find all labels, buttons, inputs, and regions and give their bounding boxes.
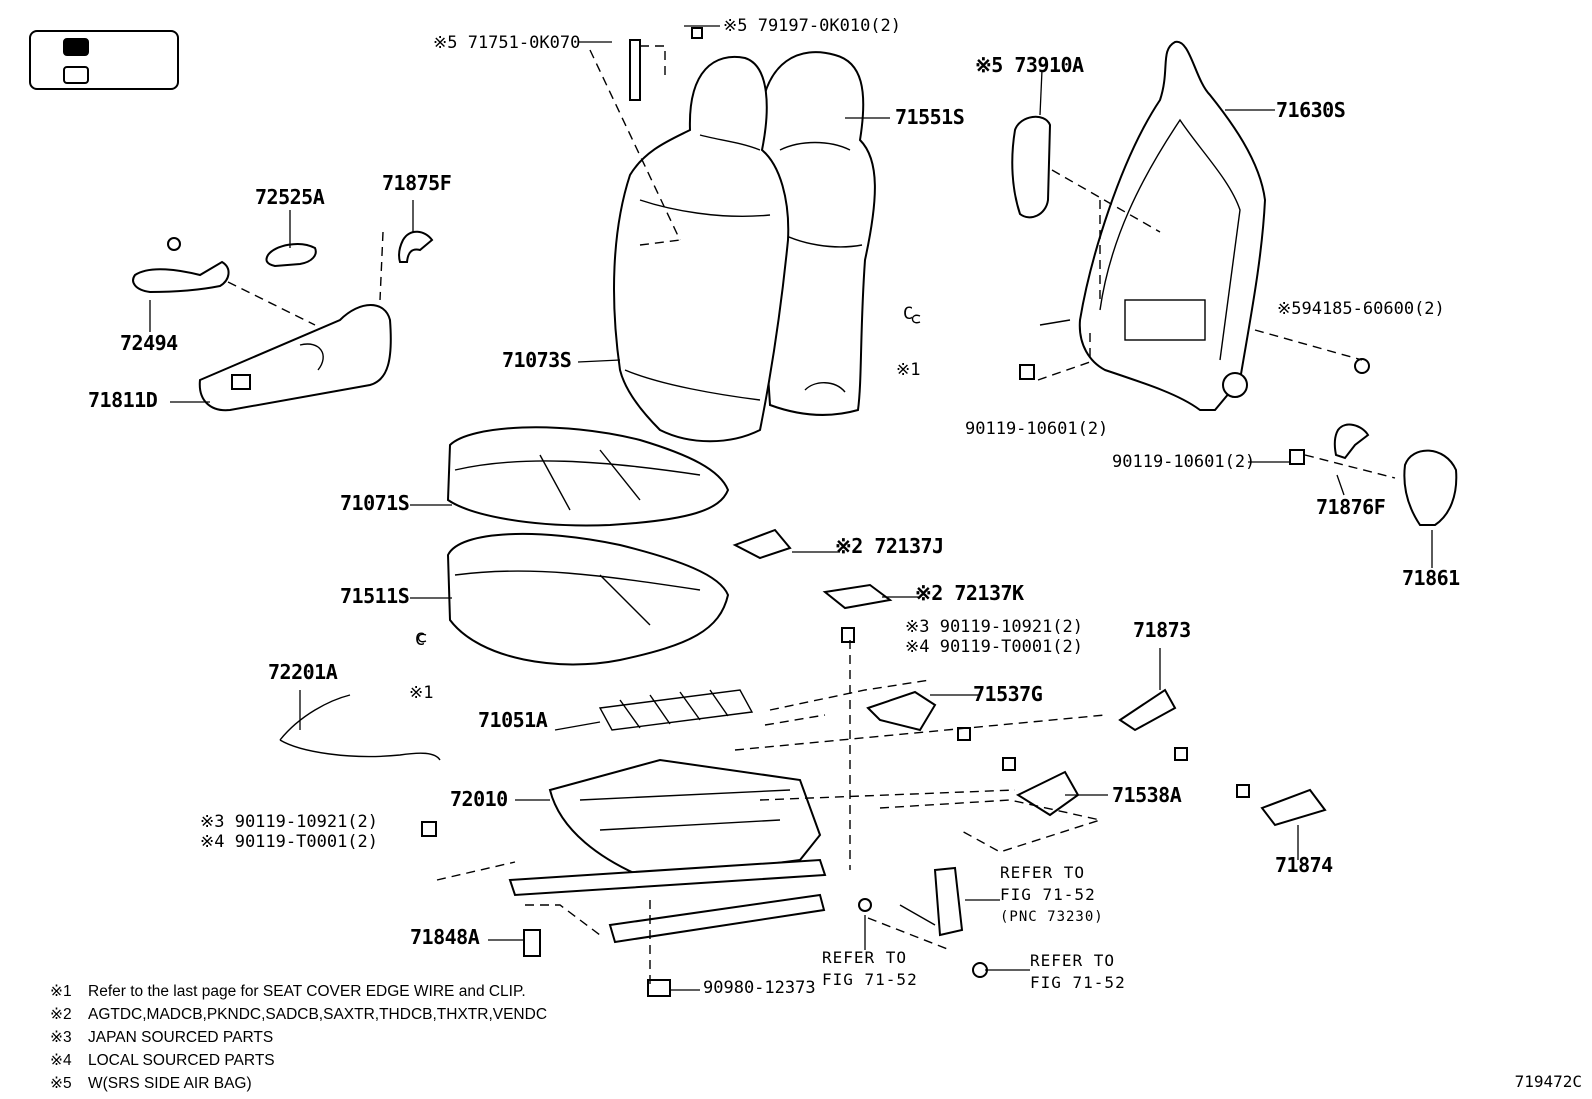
part-label-72137K: ※2 72137K: [915, 581, 1024, 605]
part-label-594185: ※594185-60600(2): [1277, 299, 1445, 319]
side-shield-drawing: [198, 304, 392, 412]
note-ref-1-low: ※1: [409, 683, 434, 703]
refer-fig-buckle-line2: FIG 71-52: [1000, 885, 1096, 904]
part-label-90980: 90980-12373: [703, 978, 816, 998]
part-label-72010: 72010: [450, 787, 508, 811]
part-label-71551S: 71551S: [895, 105, 965, 129]
part-label-71537G: 71537G: [973, 682, 1043, 706]
hinge-cover-inner-drawing: [398, 230, 434, 263]
part-label-71848A: 71848A: [410, 925, 480, 949]
refer-fig-center-line2: FIG 71-52: [822, 970, 918, 989]
figure-id: 719472C: [1514, 1072, 1582, 1091]
spring-mat-drawing: [598, 689, 754, 731]
part-label-71861: 71861: [1402, 566, 1460, 590]
seatback-frame-drawing: [1039, 40, 1267, 411]
part-label-71511S: 71511S: [340, 584, 410, 608]
side-airbag-drawing: [1011, 115, 1052, 219]
part-label-90119-10921-left: ※3 90119-10921(2): [200, 812, 379, 832]
part-label-71873: 71873: [1133, 618, 1191, 642]
part-label-72494: 72494: [120, 331, 178, 355]
note-ref-1-top: ※1: [896, 360, 921, 380]
seat-belt-buckle-drawing: [899, 866, 964, 937]
leader-lines: [149, 25, 1433, 991]
part-label-71538A: 71538A: [1112, 783, 1182, 807]
part-label-90119-10601-b: 90119-10601(2): [1112, 452, 1256, 472]
part-label-71051A: 71051A: [478, 708, 548, 732]
part-label-79197: ※5 79197-0K010(2): [723, 16, 902, 36]
part-label-71874: 71874: [1275, 853, 1333, 877]
part-label-72137J: ※2 72137J: [835, 534, 944, 558]
refer-fig-center-line1: REFER TO: [822, 948, 908, 967]
part-label-71073S: 71073S: [502, 348, 572, 372]
seat-cushion-pad-drawing: [446, 532, 730, 666]
recliner-cover-outer-drawing: [1403, 449, 1458, 526]
clip-label-c-low: C: [415, 630, 426, 650]
clip-label-c-top: C: [903, 304, 914, 324]
recliner-lever-drawing: [132, 237, 230, 294]
part-label-71630S: 71630S: [1276, 98, 1346, 122]
lever-knob-drawing: [265, 243, 317, 268]
legend-swatch-empty: [63, 66, 89, 84]
part-label-73910A: ※5 73910A: [975, 53, 1084, 77]
refer-fig-buckle-line3: (PNC 73230): [1000, 909, 1104, 925]
part-label-72201A: 72201A: [268, 660, 338, 684]
legend-swatch-filled: [63, 38, 89, 56]
refer-fig-buckle-line1: REFER TO: [1000, 863, 1086, 882]
part-label-72525A: 72525A: [255, 185, 325, 209]
legend-box: [29, 30, 179, 90]
bolt-drawings: [421, 27, 1370, 997]
part-label-90119-T0001-left: ※4 90119-T0001(2): [200, 832, 379, 852]
seatback-front-cover-drawing: [613, 56, 790, 443]
refer-fig-right-line2: FIG 71-52: [1030, 973, 1126, 992]
part-label-71811D: 71811D: [88, 388, 158, 412]
assembly-dashed-lines: [227, 45, 1396, 985]
seat-cushion-cover-drawing: [446, 426, 730, 527]
refer-fig-right-line1: REFER TO: [1030, 951, 1116, 970]
part-label-71876F: 71876F: [1316, 495, 1386, 519]
recliner-cover-inner-drawing: [1333, 423, 1370, 460]
part-label-90119-10921-right: ※3 90119-10921(2): [905, 617, 1084, 637]
part-label-71071S: 71071S: [340, 491, 410, 515]
part-label-71875F: 71875F: [382, 171, 452, 195]
edge-wire-drawing: [279, 694, 441, 761]
clip-drawings: [417, 314, 921, 643]
seat-frame-adjuster-drawing: [508, 758, 827, 944]
part-label-90119-T0001-right: ※4 90119-T0001(2): [905, 637, 1084, 657]
part-label-71751: ※5 71751-0K070: [433, 33, 581, 53]
bracket-drawings: [732, 528, 1327, 827]
part-label-90119-10601-a: 90119-10601(2): [965, 419, 1109, 439]
